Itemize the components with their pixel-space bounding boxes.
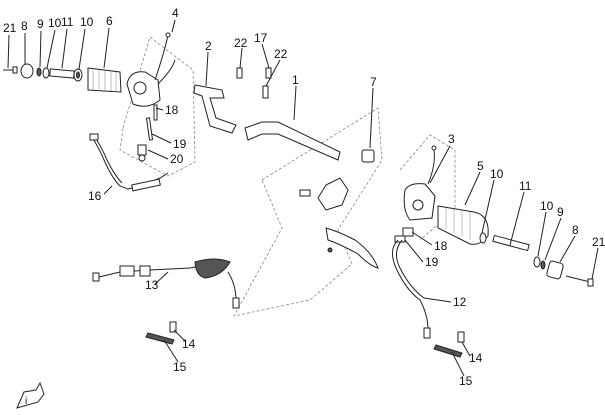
label-22-b: 22 bbox=[274, 47, 288, 61]
throttle-cable-13 bbox=[92, 258, 240, 309]
choke-cable-left bbox=[89, 133, 169, 192]
label-11-left: 11 bbox=[61, 15, 74, 29]
label-5: 5 bbox=[477, 159, 484, 173]
direction-badge-text: i bbox=[25, 396, 27, 407]
label-18-left: 18 bbox=[165, 103, 179, 117]
bar-end-stack-left bbox=[3, 63, 83, 82]
direction-badge: i bbox=[16, 381, 45, 409]
label-10-left-b: 10 bbox=[80, 15, 94, 29]
bracket-part-2 bbox=[193, 84, 237, 134]
label-15-left: 15 bbox=[173, 360, 187, 374]
brake-lever-assembly bbox=[299, 149, 379, 269]
bolts-22 bbox=[236, 67, 272, 99]
label-14-left: 14 bbox=[182, 337, 196, 351]
label-21-right: 21 bbox=[592, 235, 605, 249]
leader-lines bbox=[7, 19, 599, 377]
label-2: 2 bbox=[205, 39, 212, 53]
grip-left bbox=[87, 67, 122, 93]
label-19-right: 19 bbox=[425, 255, 439, 269]
label-3: 3 bbox=[448, 132, 455, 146]
label-9-left: 9 bbox=[37, 17, 44, 31]
label-10-right-b: 10 bbox=[540, 199, 554, 213]
label-14-right: 14 bbox=[469, 351, 483, 365]
assembly-outline-left-switch bbox=[119, 36, 196, 177]
label-15-right: 15 bbox=[459, 374, 473, 388]
label-18-right: 18 bbox=[434, 239, 448, 253]
label-11-right: 11 bbox=[519, 179, 532, 193]
pin-14-15-left bbox=[145, 321, 177, 345]
pin-14-15-right bbox=[433, 331, 465, 358]
label-22-a: 22 bbox=[234, 36, 248, 50]
label-10-left-a: 10 bbox=[48, 16, 62, 30]
label-21-left: 21 bbox=[3, 21, 17, 35]
clutch-cable-right bbox=[392, 239, 431, 339]
label-8-left: 8 bbox=[21, 19, 28, 33]
assembly-outline-lever bbox=[233, 107, 383, 317]
pins-left bbox=[137, 104, 158, 162]
label-10-right-a: 10 bbox=[490, 167, 504, 181]
grip-right bbox=[437, 205, 489, 245]
handlebar-part-1 bbox=[244, 121, 341, 161]
label-9-right: 9 bbox=[557, 205, 564, 219]
label-16: 16 bbox=[88, 189, 102, 203]
bar-end-stack-right bbox=[479, 232, 594, 287]
label-20: 20 bbox=[170, 152, 184, 166]
label-8-right: 8 bbox=[572, 223, 579, 237]
label-1: 1 bbox=[292, 73, 299, 87]
label-17: 17 bbox=[254, 31, 268, 45]
label-19-left: 19 bbox=[173, 137, 187, 151]
switch-housing-right bbox=[403, 145, 437, 221]
label-7: 7 bbox=[370, 75, 377, 89]
switch-housing-left bbox=[126, 32, 176, 107]
label-13: 13 bbox=[145, 278, 159, 292]
label-6: 6 bbox=[106, 14, 113, 28]
part-labels: 21 8 9 10 11 10 6 4 2 22 17 22 1 7 18 19… bbox=[3, 6, 605, 388]
label-12: 12 bbox=[453, 295, 467, 309]
label-4: 4 bbox=[172, 6, 179, 20]
